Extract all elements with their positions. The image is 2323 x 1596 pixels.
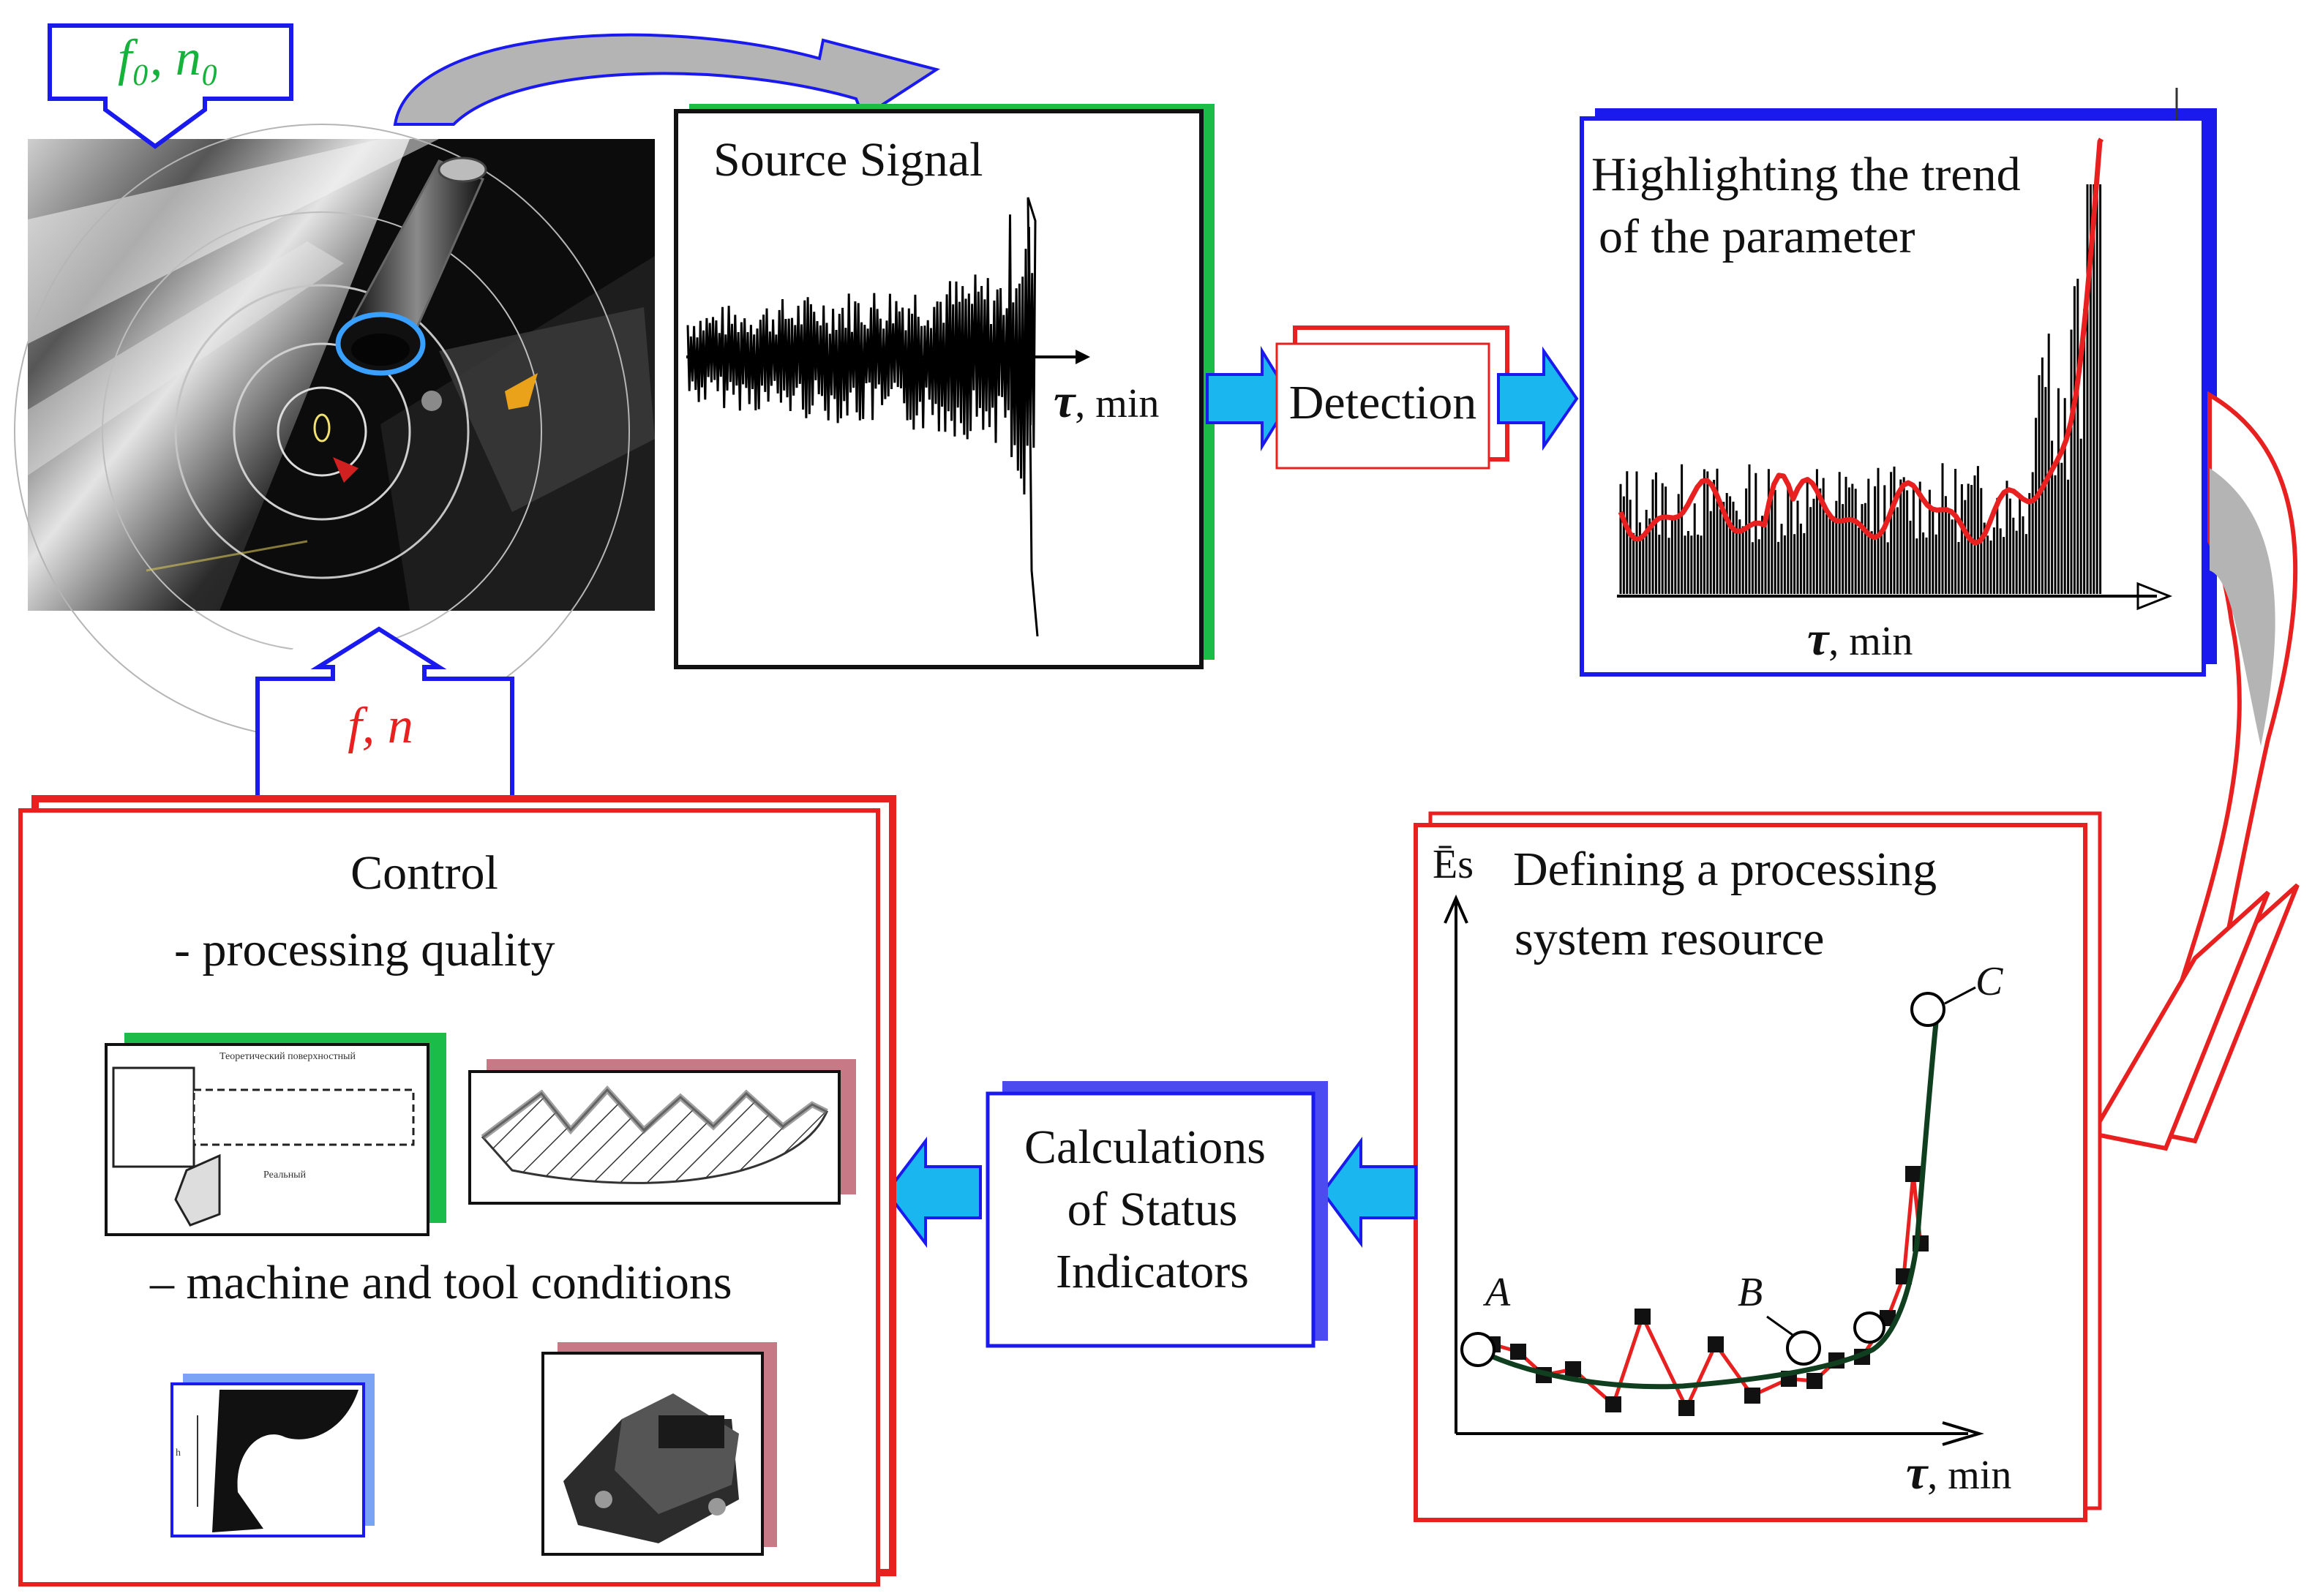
calculations-line1: Calculations bbox=[1024, 1121, 1266, 1174]
control-item-quality: - processing quality bbox=[174, 923, 555, 976]
svg-text:Реальный: Реальный bbox=[263, 1170, 307, 1181]
resource-marker bbox=[1744, 1388, 1760, 1404]
tool-wear-thumbnail: h bbox=[170, 1374, 375, 1537]
resource-fitted-curve bbox=[1469, 1009, 1940, 1390]
point-c-label: C bbox=[1975, 959, 2003, 1004]
source-signal-title: Source Signal bbox=[713, 133, 983, 187]
gearbox-thumbnail bbox=[541, 1342, 777, 1556]
signal-axis-label: τ, min bbox=[1054, 374, 1159, 428]
resource-marker bbox=[1565, 1361, 1581, 1377]
detection-to-trend-arrow bbox=[1497, 346, 1579, 451]
trend-title-line2: of the parameter bbox=[1599, 210, 1915, 263]
resource-title-line2: system resource bbox=[1515, 912, 1824, 965]
resource-marker bbox=[1678, 1400, 1695, 1416]
point-a-marker bbox=[1460, 1332, 1495, 1367]
raw-signal-trace bbox=[686, 197, 1039, 637]
initial-parameters-label: f₀, n₀ bbox=[118, 30, 219, 86]
trend-smoothed-line bbox=[1618, 138, 2104, 546]
resource-marker bbox=[1635, 1309, 1651, 1325]
point-b-label: B bbox=[1738, 1270, 1763, 1315]
trend-axis-label: τ, min bbox=[1807, 612, 1913, 666]
control-item-conditions: – machine and tool conditions bbox=[149, 1256, 732, 1309]
resource-y-axis-arrowhead bbox=[1444, 895, 1468, 924]
resource-x-axis-arrowhead bbox=[1942, 1421, 1984, 1446]
surface-roughness-thumbnail bbox=[468, 1059, 856, 1205]
calculations-box: Calculations of Status Indicators bbox=[986, 1081, 1328, 1348]
resource-axis-label: τ, min bbox=[1906, 1446, 2011, 1499]
svg-text:h: h bbox=[176, 1448, 181, 1458]
trend-to-resource-curved-arrow bbox=[2089, 391, 2300, 1151]
resource-marker bbox=[1806, 1373, 1823, 1389]
point-b2-marker bbox=[1853, 1311, 1885, 1344]
resource-marker bbox=[1510, 1344, 1526, 1360]
calculations-line2: of Status bbox=[1067, 1183, 1238, 1236]
current-parameters-label: f, n bbox=[348, 698, 413, 754]
resource-marker bbox=[1905, 1166, 1921, 1182]
initial-parameters-arrow: f₀, n₀ bbox=[48, 23, 293, 149]
source-signal-panel: Source Signal τ, min bbox=[674, 104, 1215, 669]
signal-axis-arrowhead bbox=[1076, 350, 1090, 364]
detection-box: Detection bbox=[1275, 325, 1509, 470]
trend-x-axis-arrowhead bbox=[2136, 581, 2173, 611]
point-c-marker bbox=[1910, 992, 1945, 1027]
svg-text:Теоретический поверхностный: Теоретический поверхностный bbox=[219, 1051, 356, 1062]
trend-panel: Highlighting the trend of the parameter … bbox=[1580, 88, 2217, 677]
point-a-label: A bbox=[1482, 1270, 1511, 1315]
resource-panel: Ēs Defining a processing system resource… bbox=[1414, 811, 2102, 1522]
resource-to-calculations-arrow bbox=[1321, 1136, 1417, 1249]
control-panel: Control - processing quality – machine a… bbox=[18, 795, 896, 1586]
part-profile-thumbnail: Теоретический поверхностный Реальный bbox=[105, 1033, 446, 1236]
machining-photo-icon bbox=[14, 124, 655, 739]
photo-to-signal-curved-arrow bbox=[393, 33, 940, 126]
resource-marker bbox=[1605, 1396, 1621, 1412]
vibration-sensor-icon bbox=[335, 157, 487, 376]
current-parameters-arrow: f, n bbox=[255, 626, 514, 801]
calculations-to-control-arrow bbox=[885, 1137, 982, 1248]
trend-title-line1: Highlighting the trend bbox=[1591, 148, 2021, 201]
point-b-marker bbox=[1786, 1330, 1821, 1366]
control-title: Control bbox=[350, 846, 498, 900]
resource-title-line1: Defining a processing bbox=[1513, 843, 1937, 896]
resource-marker bbox=[1708, 1336, 1724, 1352]
resource-y-axis-label: Ēs bbox=[1433, 842, 1474, 887]
calculations-line3: Indicators bbox=[1056, 1245, 1249, 1298]
detection-label: Detection bbox=[1289, 376, 1477, 429]
